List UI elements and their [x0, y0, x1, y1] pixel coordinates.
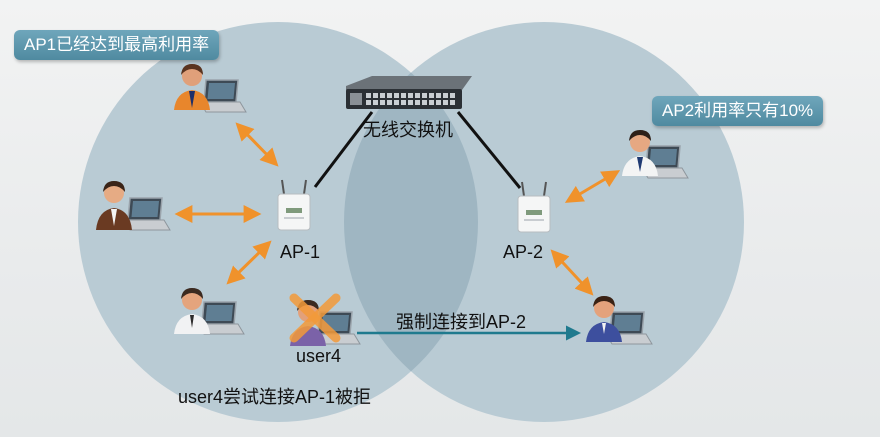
switch-label: 无线交换机 [363, 120, 453, 140]
ap1-status-badge: AP1已经达到最高利用率 [14, 30, 220, 60]
arrow-ap2-user-top [564, 170, 621, 203]
user-2-icon [96, 181, 171, 231]
arrow-user3-ap1 [226, 240, 272, 285]
network-switch-icon [346, 76, 472, 109]
arrow-ap2-user-bottom [550, 249, 594, 296]
user4-rejected-caption: user4尝试连接AP-1被拒 [178, 387, 372, 407]
link-switch-ap2 [456, 111, 522, 189]
x-cross-icon [289, 293, 341, 343]
user-ap2-top-icon [622, 130, 689, 179]
force-connect-label: 强制连接到AP-2 [396, 312, 527, 332]
ap2-label: AP-2 [503, 242, 544, 262]
arrow-user1-ap1 [235, 122, 279, 167]
coverage-overlap [344, 22, 478, 422]
user-1-icon [174, 64, 247, 113]
access-point-ap2-icon [517, 181, 551, 233]
access-point-ap1-icon [277, 179, 311, 231]
link-switch-ap1 [313, 111, 374, 188]
user-3-icon [174, 288, 245, 335]
ap2-status-badge: AP2利用率只有10% [652, 96, 824, 126]
ap1-label: AP-1 [280, 242, 321, 262]
user-ap2-bottom-icon [586, 296, 653, 345]
user4-label: user4 [296, 346, 342, 366]
